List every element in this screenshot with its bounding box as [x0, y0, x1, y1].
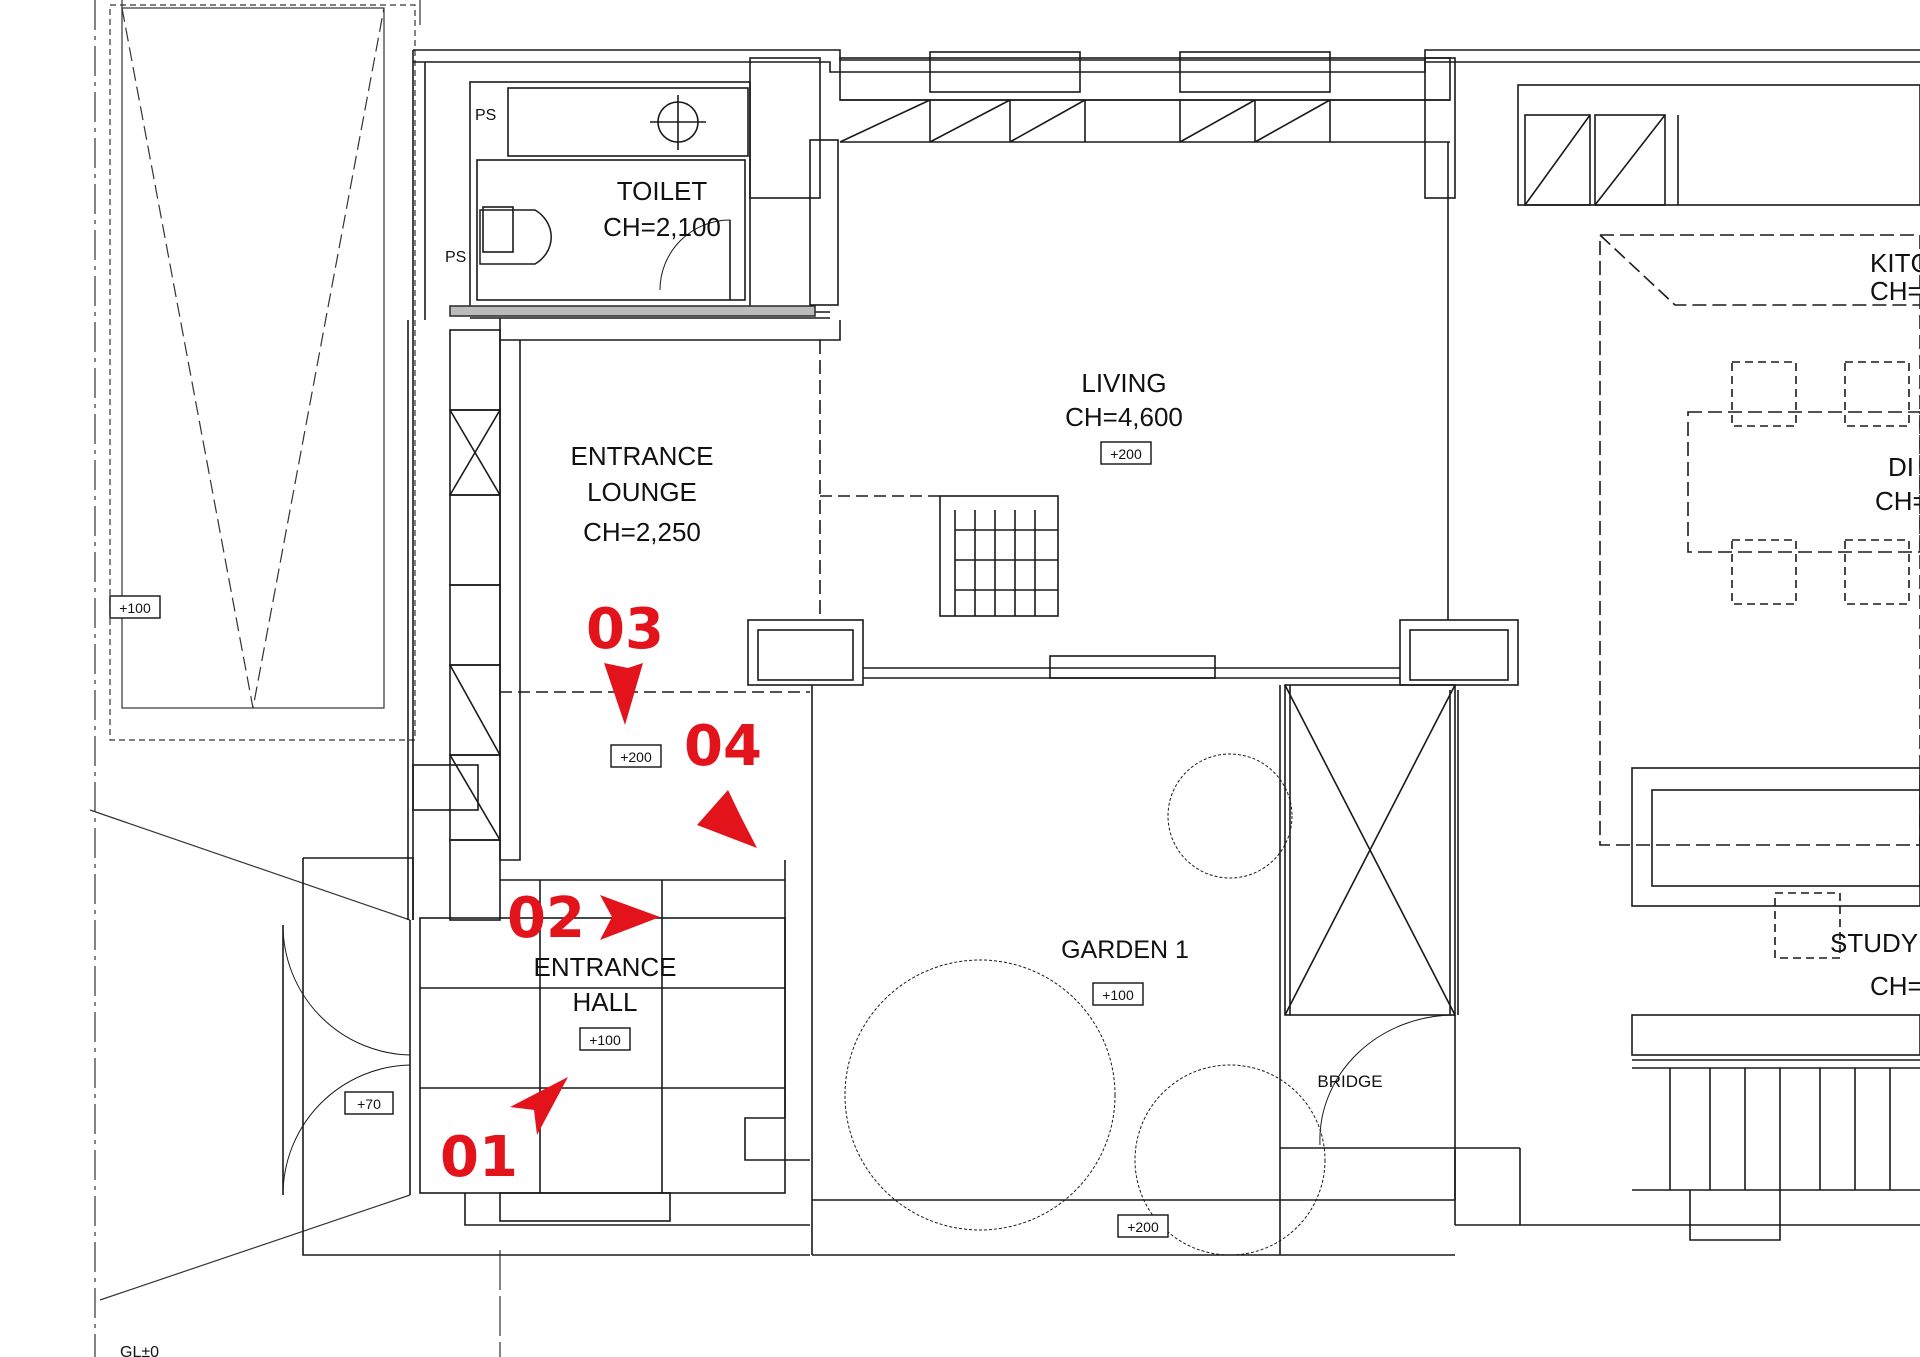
svg-text:+200: +200 — [620, 749, 652, 765]
level-tag-garden: +100 — [1092, 982, 1144, 1006]
viewpoint-04-number: 04 — [684, 714, 762, 779]
svg-text:+70: +70 — [357, 1096, 381, 1112]
viewpoint-04[interactable]: 04 — [684, 714, 762, 848]
viewpoint-01-number: 01 — [440, 1125, 518, 1190]
viewpoint-02-arrow-icon — [600, 895, 660, 940]
hall-label-line1: ENTRANCE — [533, 952, 676, 982]
level-tag-garden-bottom: +200 — [1117, 1214, 1169, 1238]
level-tag-porch: +70 — [344, 1091, 394, 1115]
viewpoint-03-number: 03 — [586, 597, 664, 662]
level-tag-hall: +100 — [579, 1027, 631, 1051]
viewpoint-02-number: 02 — [507, 886, 585, 951]
svg-text:+100: +100 — [119, 600, 151, 616]
ground-level-label: GL±0 — [120, 1344, 159, 1357]
level-tag-left: +100 — [109, 595, 161, 619]
dining-label: DI — [1888, 452, 1914, 482]
living-ch-label: CH=4,600 — [1065, 402, 1183, 432]
viewpoint-markers: 01 02 03 04 — [440, 597, 762, 1190]
toilet-label: TOILET — [617, 176, 708, 206]
bridge-label: BRIDGE — [1317, 1072, 1382, 1091]
ps-label-top: PS — [475, 107, 496, 124]
dining-ch-label: CH= — [1875, 486, 1920, 516]
viewpoint-01-arrow-icon — [510, 1077, 568, 1135]
kitchen-label: KITC — [1870, 248, 1920, 278]
garden-trees — [844, 753, 1326, 1256]
svg-text:+200: +200 — [1110, 446, 1142, 462]
viewpoint-03[interactable]: 03 — [586, 597, 664, 725]
viewpoint-01[interactable]: 01 — [440, 1077, 568, 1190]
lounge-label-line1: ENTRANCE — [570, 441, 713, 471]
room-labels: TOILET CH=2,100 LIVING CH=4,600 ENTRANCE… — [445, 107, 1920, 1091]
level-tag-living: +200 — [1100, 441, 1152, 465]
svg-text:+100: +100 — [1102, 987, 1134, 1003]
site-left — [89, 0, 501, 1357]
lounge-ch-label: CH=2,250 — [583, 517, 701, 547]
study-label: STUDY — [1830, 928, 1918, 958]
svg-text:+100: +100 — [589, 1032, 621, 1048]
kitchen-ch-label: CH= — [1870, 276, 1920, 306]
toilet-ch-label: CH=2,100 — [603, 212, 721, 242]
svg-text:+200: +200 — [1127, 1219, 1159, 1235]
ps-label-bottom: PS — [445, 249, 466, 266]
viewpoint-03-arrow-icon — [604, 663, 643, 725]
viewpoint-02[interactable]: 02 — [507, 886, 660, 951]
garden-label: GARDEN 1 — [1061, 936, 1189, 964]
viewpoint-04-arrow-icon — [697, 790, 757, 848]
living-label: LIVING — [1081, 368, 1166, 398]
hall-label-line2: HALL — [572, 987, 637, 1017]
study-ch-label: CH= — [1870, 971, 1920, 1001]
walls — [282, 49, 1920, 1256]
lounge-label-line2: LOUNGE — [587, 477, 697, 507]
level-tags: +200 +200 +100 +100 +100 +70 +200 GL±0 — [109, 441, 1169, 1357]
level-tag-lounge: +200 — [610, 744, 662, 768]
